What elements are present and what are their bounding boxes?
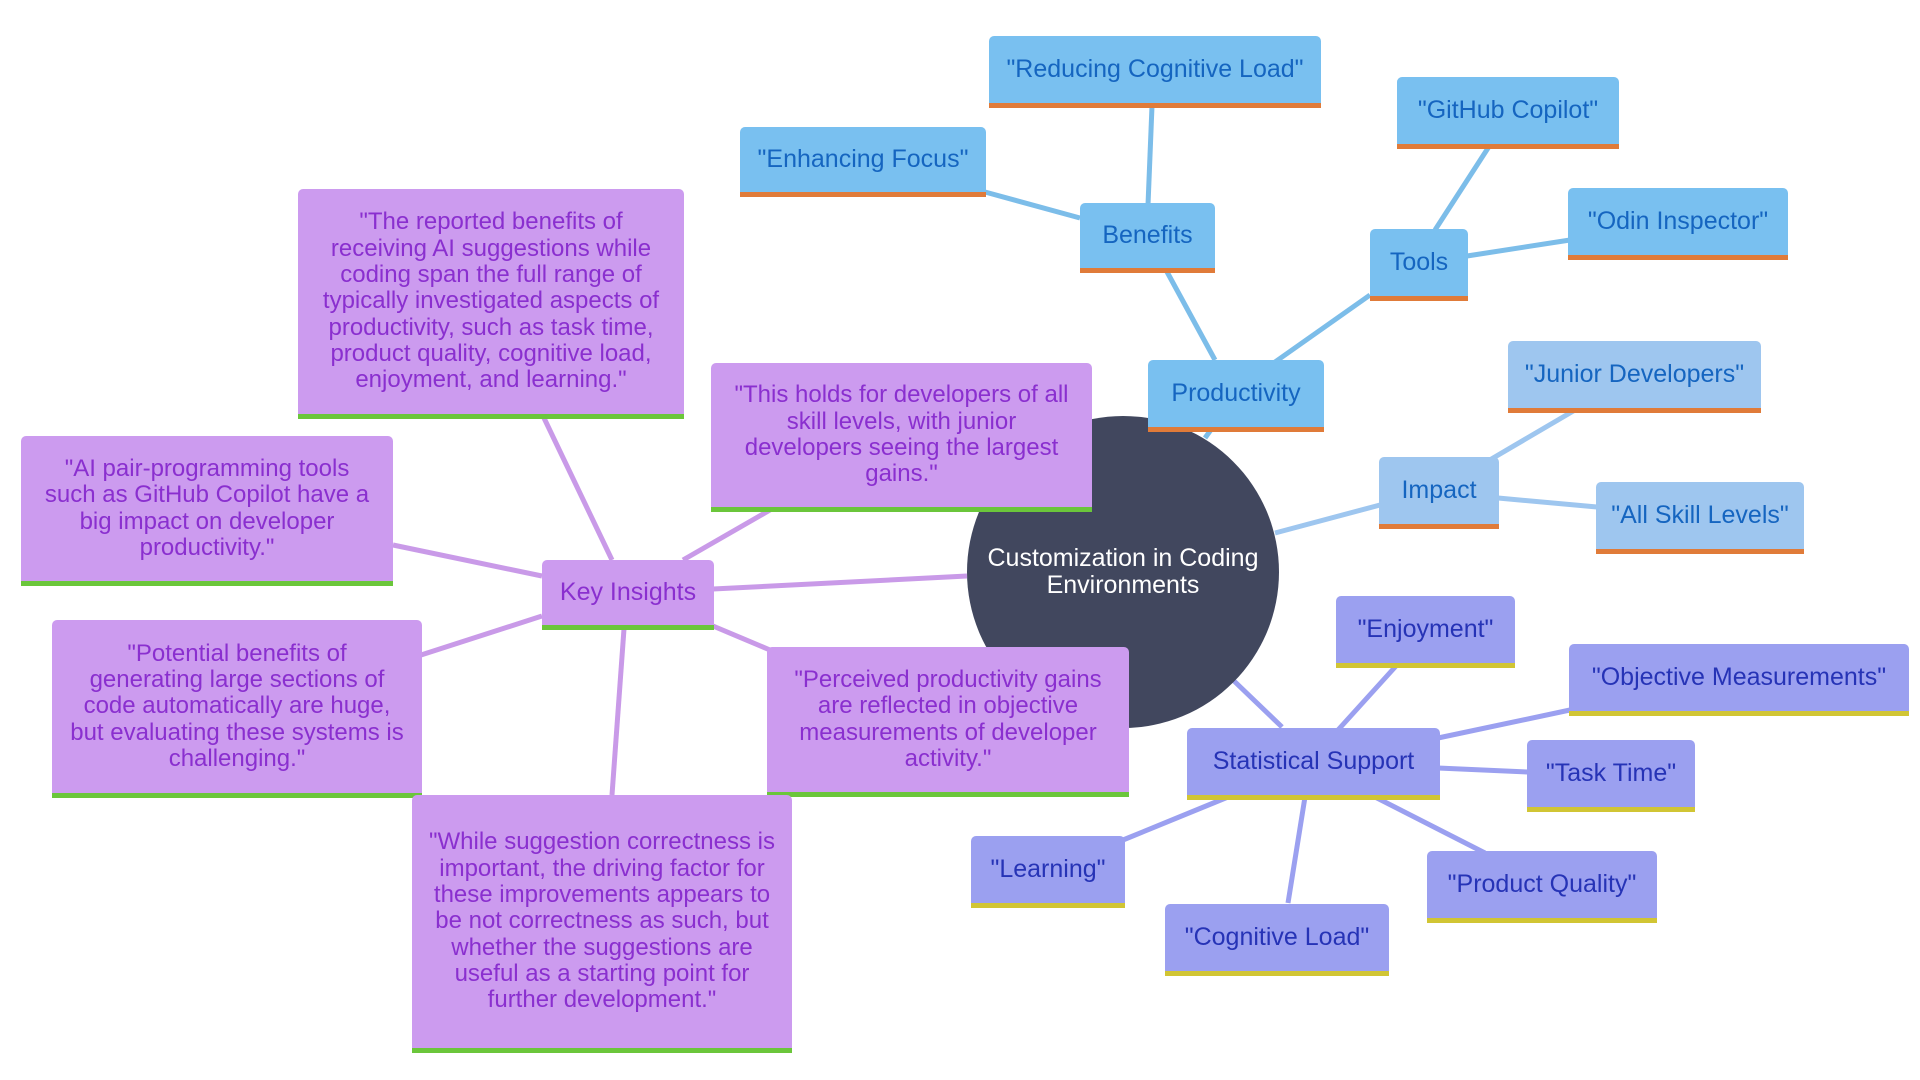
edge-insights-q3: [392, 542, 543, 579]
benefits-node: Benefits: [1080, 203, 1215, 273]
key-insights-node: Key Insights: [542, 560, 714, 630]
task-time-node: "Task Time": [1527, 740, 1695, 812]
productivity-node: Productivity: [1148, 360, 1324, 432]
edge-insights-q4: [420, 613, 543, 658]
insight-quote-1: "The reported benefits of receiving AI s…: [298, 189, 684, 419]
learning-node: "Learning": [971, 836, 1125, 908]
edge-insights-q5: [712, 623, 771, 653]
impact-label: Impact: [1401, 475, 1477, 504]
tools-label: Tools: [1389, 247, 1449, 276]
junior-developers-node: "Junior Developers": [1508, 341, 1761, 413]
cognitive-load-node: "Cognitive Load": [1165, 904, 1389, 976]
tools-node: Tools: [1370, 229, 1468, 301]
edge-insights-q6: [609, 628, 627, 796]
edge-productivity-tools: [1273, 292, 1372, 365]
objective-measurements-node: "Objective Measurements": [1569, 644, 1909, 716]
edge-stat-tasktime: [1437, 765, 1529, 775]
reducing-cognitive-load-node: "Reducing Cognitive Load": [989, 36, 1321, 108]
impact-node: Impact: [1379, 457, 1499, 529]
edge-root-statistical: [1231, 678, 1284, 729]
edge-insights-q2: [681, 507, 772, 563]
key-insights-label: Key Insights: [559, 577, 697, 606]
edge-benefits-focus: [984, 189, 1081, 221]
objective-measurements-label: "Objective Measurements": [1591, 662, 1887, 691]
edge-stat-quality: [1373, 794, 1487, 856]
root-label: Customization in Coding Environments: [987, 543, 1259, 599]
edge-stat-enjoyment: [1336, 664, 1398, 732]
all-skill-levels-label: "All Skill Levels": [1611, 500, 1789, 529]
product-quality-node: "Product Quality": [1427, 851, 1657, 923]
edge-stat-cognitive: [1285, 796, 1308, 904]
junior-developers-label: "Junior Developers": [1524, 359, 1745, 388]
insight-quote-6: "While suggestion correctness is importa…: [412, 795, 792, 1053]
statistical-edges: [1122, 664, 1571, 904]
insight-quote-4-text: "Potential benefits of generating large …: [70, 639, 404, 773]
all-skill-levels-node: "All Skill Levels": [1596, 482, 1804, 554]
github-copilot-label: "GitHub Copilot": [1417, 95, 1599, 124]
cognitive-load-label: "Cognitive Load": [1184, 922, 1370, 951]
edge-tools-odin: [1466, 237, 1571, 259]
insight-quote-5-text: "Perceived productivity gains are reflec…: [794, 665, 1102, 772]
insight-quote-5: "Perceived productivity gains are reflec…: [767, 647, 1129, 797]
enjoyment-label: "Enjoyment": [1357, 614, 1494, 643]
insights-edges: [392, 416, 968, 796]
edge-tools-copilot: [1432, 143, 1493, 232]
edge-insights-q1: [541, 416, 615, 562]
edge-impact-junior: [1486, 407, 1577, 464]
enjoyment-node: "Enjoyment": [1336, 596, 1515, 668]
edge-root-impact: [1274, 502, 1381, 536]
benefits-label: Benefits: [1102, 220, 1193, 249]
edge-root-insights: [712, 573, 968, 592]
impact-edges: [1274, 407, 1598, 536]
insight-quote-6-text: "While suggestion correctness is importa…: [429, 828, 775, 1014]
edge-benefits-reducing: [1145, 105, 1155, 206]
odin-inspector-node: "Odin Inspector": [1568, 188, 1788, 260]
productivity-label: Productivity: [1171, 378, 1301, 407]
github-copilot-node: "GitHub Copilot": [1397, 77, 1619, 149]
insight-quote-1-text: "The reported benefits of receiving AI s…: [322, 208, 660, 394]
odin-inspector-label: "Odin Inspector": [1587, 206, 1769, 235]
enhancing-focus-node: "Enhancing Focus": [740, 127, 986, 197]
edge-stat-objective: [1437, 707, 1571, 741]
reducing-cognitive-load-label: "Reducing Cognitive Load": [1006, 54, 1304, 83]
edge-stat-learning: [1122, 794, 1229, 843]
learning-label: "Learning": [990, 854, 1106, 883]
enhancing-focus-label: "Enhancing Focus": [757, 144, 969, 173]
productivity-edges: [984, 105, 1571, 440]
insight-quote-4: "Potential benefits of generating large …: [52, 620, 422, 798]
insight-quote-3-text: "AI pair-programming tools such as GitHu…: [44, 454, 370, 561]
statistical-support-label: Statistical Support: [1212, 746, 1415, 775]
product-quality-label: "Product Quality": [1447, 869, 1637, 898]
statistical-support-node: Statistical Support: [1187, 728, 1440, 800]
insight-quote-3: "AI pair-programming tools such as GitHu…: [21, 436, 393, 586]
insight-quote-2: "This holds for developers of all skill …: [711, 363, 1092, 512]
edge-impact-all: [1497, 495, 1598, 510]
insight-quote-2-text: "This holds for developers of all skill …: [734, 381, 1069, 488]
task-time-label: "Task Time": [1545, 758, 1677, 787]
edge-productivity-benefits: [1163, 268, 1218, 362]
